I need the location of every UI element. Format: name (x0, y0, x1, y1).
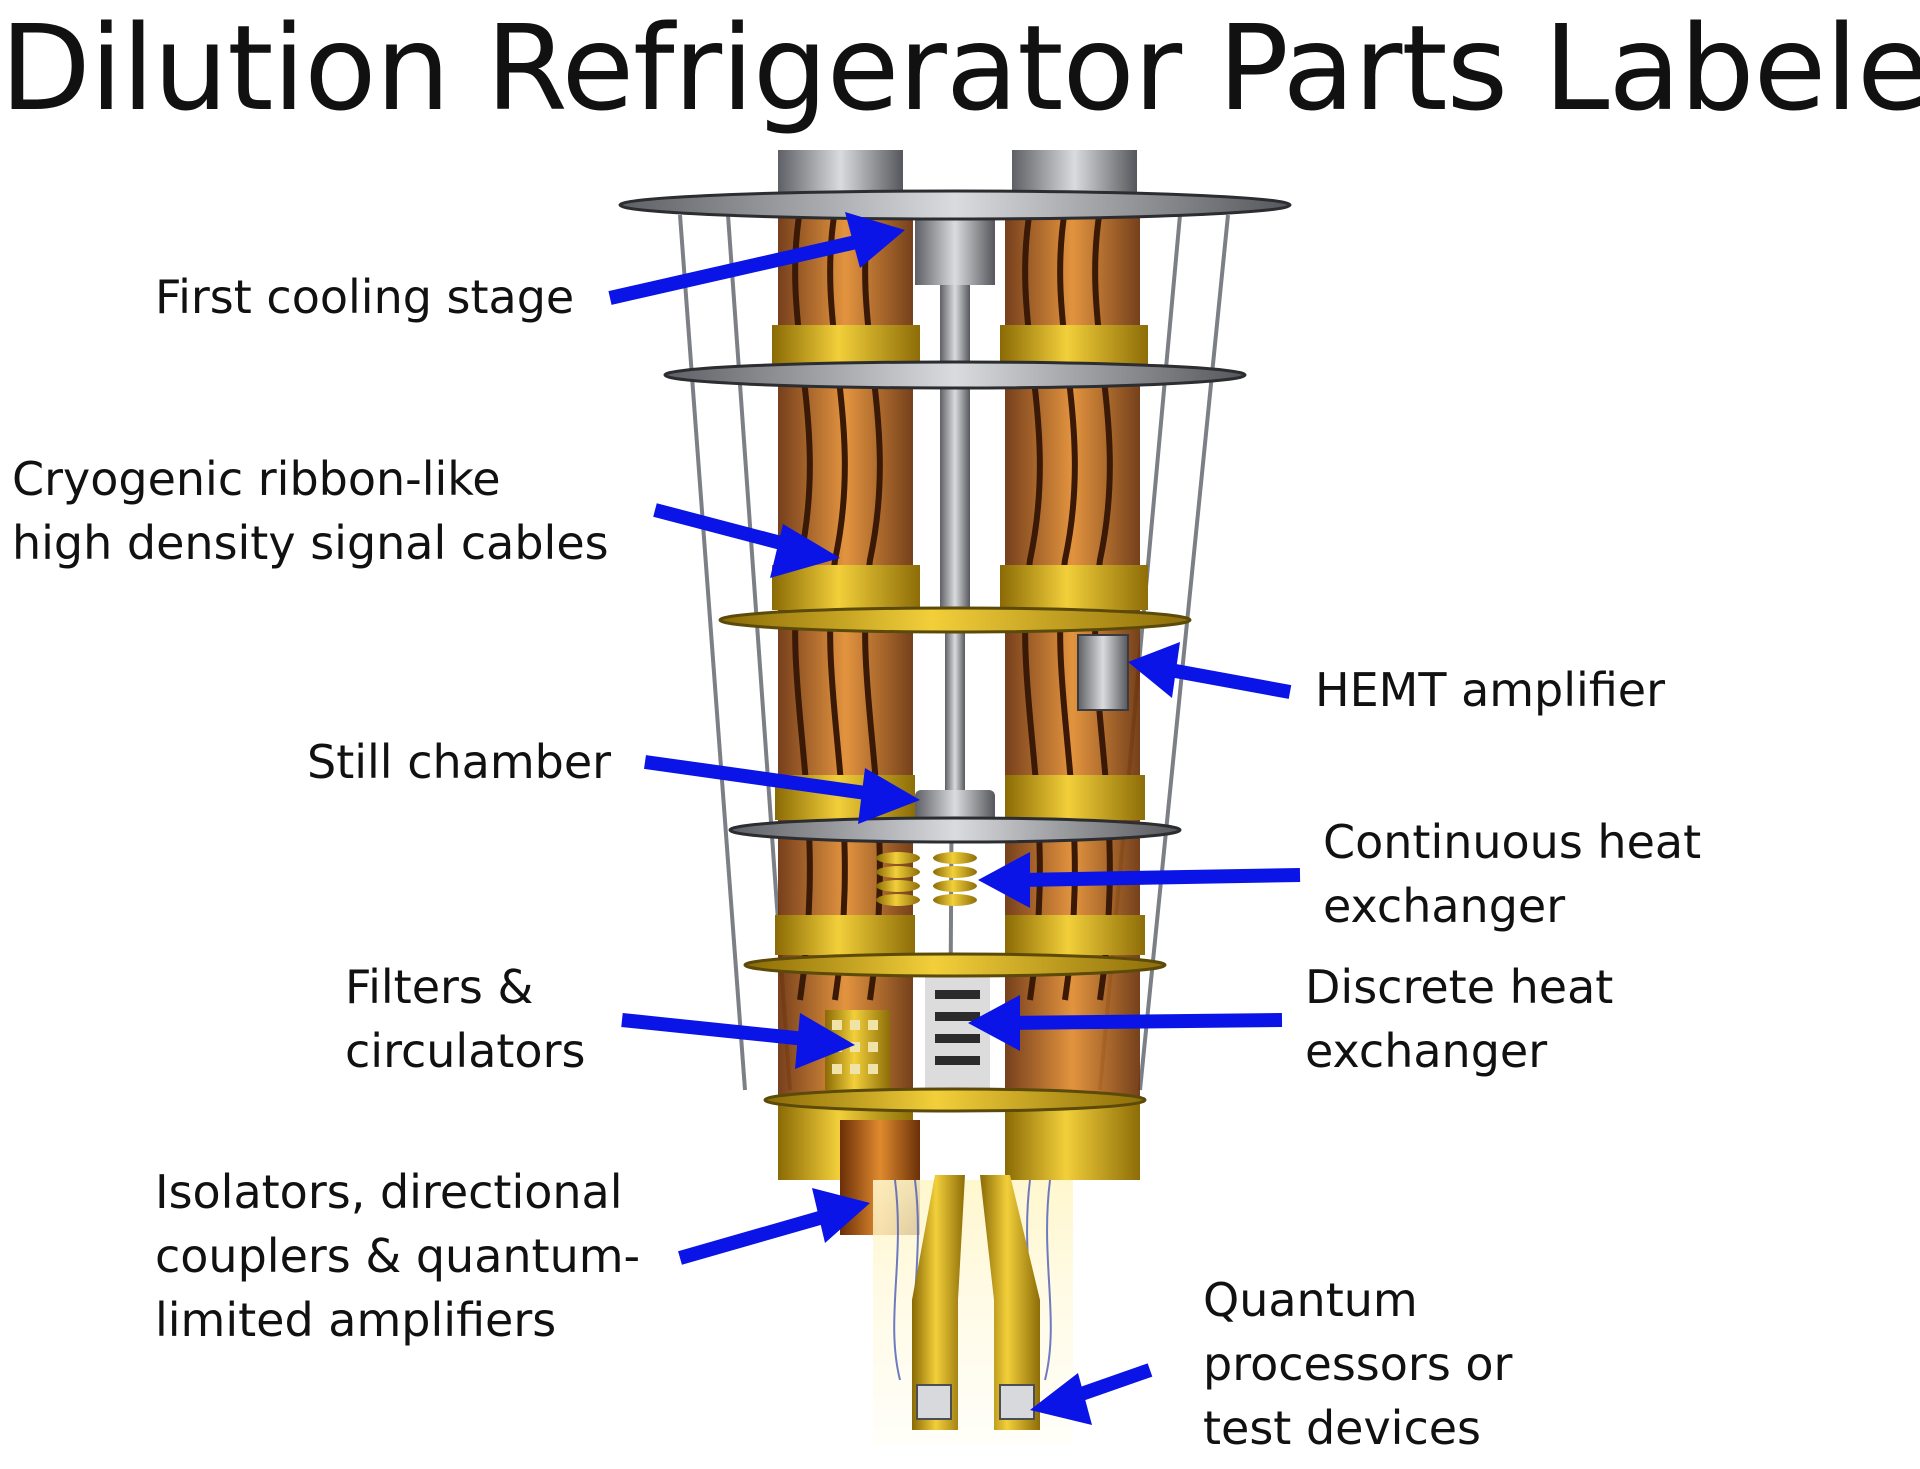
label-isolators: Isolators, directional couplers & quantu… (155, 1160, 640, 1352)
arrow-isolators (678, 1188, 870, 1265)
label-line: exchanger (1323, 879, 1566, 933)
label-line: Discrete heat (1305, 960, 1614, 1014)
label-discrete-heat-exchanger: Discrete heat exchanger (1305, 955, 1613, 1083)
arrow-still-chamber (644, 755, 920, 824)
label-line: Still chamber (307, 735, 612, 789)
label-hemt-amplifier: HEMT amplifier (1315, 658, 1665, 722)
gold-connectors (772, 325, 1148, 1180)
still-chamber-body (915, 790, 995, 825)
label-line: Continuous heat (1323, 815, 1702, 869)
label-line: couplers & quantum- (155, 1229, 641, 1283)
label-line: HEMT amplifier (1315, 663, 1666, 717)
arrow-ribbon-cables (653, 503, 840, 578)
label-line: exchanger (1305, 1024, 1548, 1078)
arrow-filters-circulators (621, 1013, 855, 1069)
hemt-amplifier-body (1077, 634, 1129, 711)
label-line: Quantum (1203, 1273, 1418, 1327)
discrete-exchanger (925, 975, 990, 1095)
label-line: Filters & (345, 960, 534, 1014)
label-line: high density signal cables (12, 516, 609, 570)
arrow-continuous-heat-exchanger (978, 852, 1301, 908)
label-line: test devices (1203, 1401, 1482, 1455)
label-continuous-heat-exchanger: Continuous heat exchanger (1323, 810, 1701, 938)
processor-area (873, 1175, 1073, 1445)
arrow-quantum-processors (1030, 1363, 1153, 1425)
label-quantum-processors: Quantum processors or test devices (1203, 1268, 1512, 1460)
label-still-chamber: Still chamber (307, 730, 611, 794)
arrow-first-cooling-stage (608, 212, 905, 305)
label-line: First cooling stage (155, 270, 575, 324)
callout-arrows (608, 212, 1301, 1425)
label-line: circulators (345, 1024, 586, 1078)
arrow-discrete-heat-exchanger (968, 995, 1283, 1051)
central-stem (915, 210, 995, 795)
continuous-coils (876, 852, 977, 906)
label-filters-circulators: Filters & circulators (345, 955, 585, 1083)
label-line: processors or (1203, 1337, 1513, 1391)
plates (618, 189, 1292, 1113)
page-title: Dilution Refrigerator Parts Labeled (0, 0, 1920, 137)
label-ribbon-cables: Cryogenic ribbon-like high density signa… (12, 447, 609, 575)
label-line: Cryogenic ribbon-like (12, 452, 501, 506)
label-line: Isolators, directional (155, 1165, 623, 1219)
label-first-cooling-stage: First cooling stage (155, 265, 574, 329)
arrow-hemt-amplifier (1128, 642, 1292, 699)
label-line: limited amplifiers (155, 1293, 557, 1347)
